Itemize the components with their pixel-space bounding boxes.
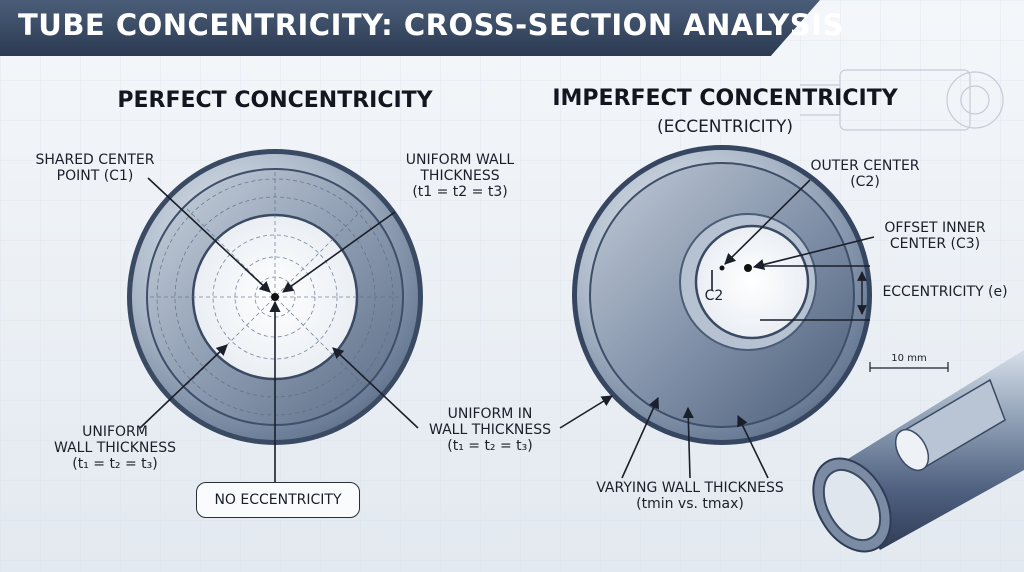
no-eccentricity-label: NO ECCENTRICITY: [214, 492, 342, 508]
eccentric-tube: [572, 145, 872, 445]
uniform-left-line2: WALL THICKNESS: [54, 440, 176, 457]
left-leaders: [139, 177, 419, 482]
right-heading: IMPERFECT CONCENTRICITY: [552, 86, 898, 111]
eccentricity-label: ECCENTRICITY (e): [882, 284, 1008, 300]
uniform-top-line2: THICKNESS: [420, 168, 500, 185]
scale-label: 10 mm: [891, 353, 927, 364]
outer-center-label: OUTER CENTER (C2): [800, 158, 930, 190]
title-banner: [0, 0, 820, 56]
page-title: TUBE CONCENTRICITY: CROSS-SECTION ANALYS…: [18, 8, 844, 42]
right-leaders: [559, 179, 875, 479]
scale-bar: [869, 362, 949, 372]
uniform-right-line1: UNIFORM IN: [447, 406, 533, 422]
no-eccentricity-box: NO ECCENTRICITY: [196, 482, 360, 518]
outer-center-line1: OUTER CENTER: [810, 158, 920, 174]
varying-wall-line1: VARYING WALL THICKNESS: [596, 480, 784, 496]
uniform-top-line3: (t1 = t2 = t3): [412, 184, 508, 201]
varying-wall-label: VARYING WALL THICKNESS (tmin vs. tmax): [560, 480, 820, 512]
uniform-right-line3: (t₁ = t₂ = t₃): [447, 438, 533, 455]
shared-center-line2: POINT (C1): [56, 168, 134, 185]
pipe-cutaway: [812, 350, 1024, 553]
uniform-left-label: UNIFORM WALL THICKNESS (t₁ = t₂ = t₃): [30, 424, 200, 472]
uniform-top-label: UNIFORM WALL THICKNESS (t1 = t2 = t3): [385, 152, 535, 200]
uniform-right-label: UNIFORM IN WALL THICKNESS (t₁ = t₂ = t₃): [410, 406, 570, 454]
blueprint-sketch: [800, 69, 1004, 131]
left-heading: PERFECT CONCENTRICITY: [117, 88, 433, 113]
outer-center-line2: (C2): [850, 174, 880, 191]
c2-marker-label: C2: [704, 288, 724, 304]
shared-center-label: SHARED CENTER POINT (C1): [20, 152, 170, 184]
offset-inner-label: OFFSET INNER CENTER (C3): [860, 220, 1010, 252]
eccentricity-dimension: [760, 265, 870, 321]
uniform-top-line1: UNIFORM WALL: [405, 152, 515, 168]
shared-center-line1: SHARED CENTER: [35, 152, 155, 168]
offset-inner-line1: OFFSET INNER: [884, 220, 986, 236]
offset-inner-line2: CENTER (C3): [889, 236, 981, 253]
varying-wall-line2: (tmin vs. tmax): [636, 496, 744, 513]
uniform-left-line3: (t₁ = t₂ = t₃): [72, 456, 158, 473]
uniform-right-line2: WALL THICKNESS: [429, 422, 551, 439]
right-subheading: (ECCENTRICITY): [656, 117, 794, 137]
uniform-left-line1: UNIFORM: [82, 424, 148, 440]
